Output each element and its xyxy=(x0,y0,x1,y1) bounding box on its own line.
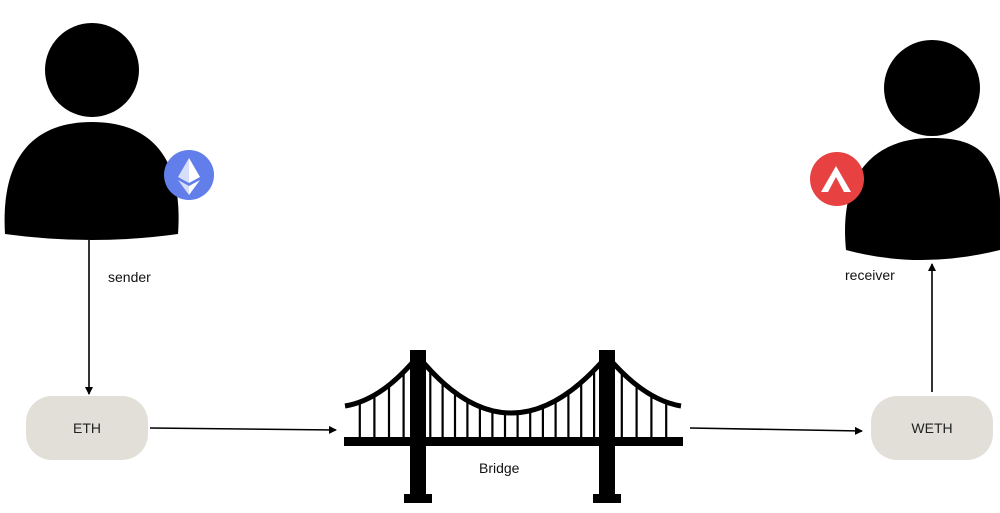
eth-token-node: ETH xyxy=(26,396,148,460)
sender-label: sender xyxy=(108,269,151,285)
receiver-person-icon xyxy=(845,40,1000,260)
avalanche-icon xyxy=(810,152,864,206)
ethereum-icon xyxy=(164,150,214,200)
bridge-label: Bridge xyxy=(479,460,520,476)
eth-to-bridge-arrow xyxy=(149,425,337,434)
sender-person-icon xyxy=(4,23,179,240)
receiver-label: receiver xyxy=(845,267,895,283)
weth-token-node: WETH xyxy=(871,396,993,460)
bridge-to-weth-arrow xyxy=(689,426,863,435)
bridge-icon xyxy=(344,350,683,503)
